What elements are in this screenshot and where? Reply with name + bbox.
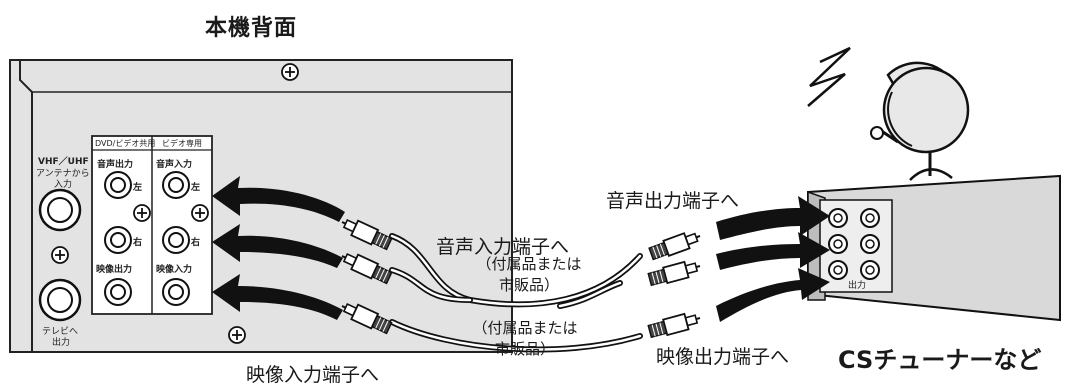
panel-tv-out-2: 出力 [52, 338, 71, 348]
satellite-dish-icon [807, 46, 970, 181]
panel-vhf-uhf: VHF／UHF [38, 157, 89, 167]
panel-video-out: 映像出力 [96, 265, 133, 275]
cs-tuner-box [807, 174, 1061, 322]
cs-tuner-label: CSチューナーなど [838, 346, 1042, 374]
arrows-into-recorder [212, 176, 345, 320]
panel-right-2: 右 [191, 238, 201, 248]
tuner-output-label: 出力 [848, 281, 867, 291]
panel-header-video-only: ビデオ専用 [162, 139, 202, 148]
cable-note-audio: （付属品または 市販品） [470, 254, 588, 296]
panel-audio-out: 音声出力 [97, 160, 134, 170]
panel-antenna-in-2: 入力 [54, 180, 73, 190]
terminal-block [38, 135, 213, 322]
callout-audio-out: 音声出力端子へ [606, 190, 740, 212]
panel-audio-in: 音声入力 [156, 160, 193, 170]
callout-audio-in: 音声入力端子へ [436, 236, 570, 258]
cable-note-video-line1: （付属品または [472, 319, 578, 337]
panel-antenna-in-1: アンテナから [36, 169, 90, 179]
callout-video-in: 映像入力端子へ [246, 364, 380, 386]
rca-plugs-tuner [646, 227, 704, 341]
cable-note-video: （付属品または 市販品） [466, 318, 584, 360]
callout-video-out: 映像出力端子へ [656, 346, 790, 368]
cable-note-video-line2: 市販品） [494, 340, 555, 358]
panel-left-2: 左 [191, 183, 201, 193]
cable-note-audio-line2: 市販品） [498, 276, 559, 294]
page-title: 本機背面 [205, 16, 298, 41]
panel-left-1: 左 [133, 183, 143, 193]
cables [389, 233, 643, 353]
cable-note-audio-line1: （付属品または [476, 255, 582, 273]
recorder-rear-panel [9, 59, 513, 353]
panel-header-dvd-video: DVD/ビデオ共用 [95, 139, 156, 148]
arrows-into-tuner [716, 196, 830, 322]
panel-video-in: 映像入力 [156, 265, 193, 275]
panel-tv-out-1: テレビへ [42, 327, 79, 337]
panel-right-1: 右 [133, 238, 143, 248]
